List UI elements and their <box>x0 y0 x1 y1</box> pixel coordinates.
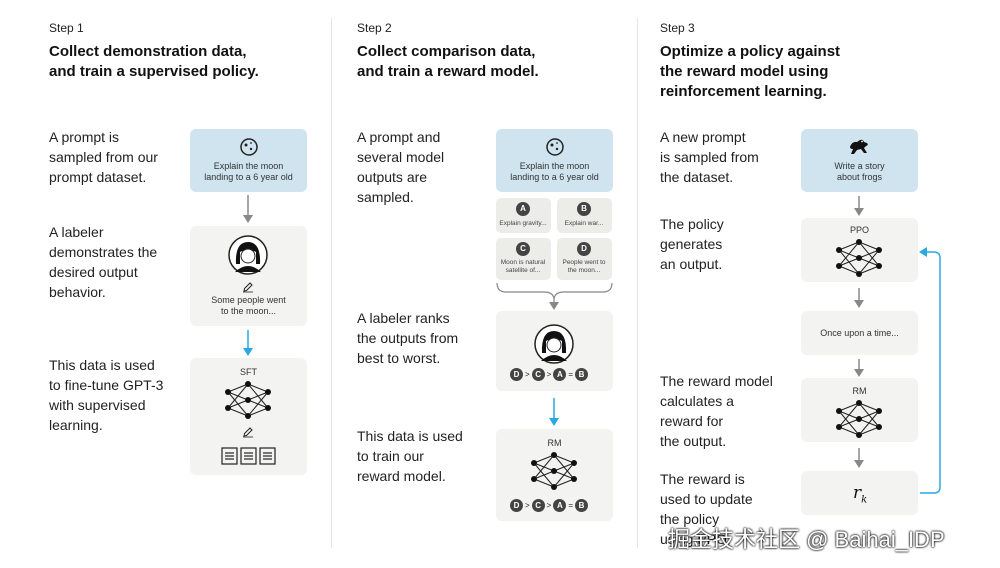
step2-rm-box: RM D>C>A=B <box>496 429 613 521</box>
step3-label: Step 3 <box>660 21 695 35</box>
moon-icon <box>240 138 258 156</box>
step3-arrow-1 <box>854 196 864 216</box>
watermark: 掘金技术社区 @ Baihai_IDP <box>668 527 945 552</box>
rm-label: RM <box>547 438 562 448</box>
step2-label: Step 2 <box>357 21 392 35</box>
step3-reward-box: rk <box>801 471 918 515</box>
badge-d: D <box>577 242 591 256</box>
labeler-avatar-icon <box>228 235 268 275</box>
output-a-text: Explain gravity... <box>499 220 547 227</box>
neural-network-icon <box>531 452 577 490</box>
ppo-label: PPO <box>849 225 869 235</box>
step1-label: Step 1 <box>49 21 84 35</box>
step-divider-1 <box>331 18 332 548</box>
step1-title: Collect demonstration data,and train a s… <box>49 43 259 80</box>
neural-network-icon <box>836 239 882 277</box>
step1-arrow-2 <box>243 330 253 356</box>
rm-ranking-row: D>C>A=B <box>510 499 589 512</box>
feedback-loop-arrow <box>919 247 941 494</box>
badge-c: C <box>516 242 530 256</box>
labeler-avatar-icon <box>534 324 574 364</box>
step2-ranking-box: D>C>A=B <box>496 311 613 391</box>
step3-rm-box: RM <box>801 378 918 442</box>
step1-arrow-1 <box>243 195 253 223</box>
neural-network-icon <box>836 400 882 438</box>
moon-icon <box>546 138 564 156</box>
outputs-bracket <box>496 282 613 310</box>
frog-icon <box>850 139 868 154</box>
step2-arrow-blue <box>549 398 559 426</box>
neural-network-icon <box>225 381 271 419</box>
step1-sft-box: SFT <box>190 358 307 475</box>
pencil-icon <box>243 427 253 438</box>
badge-b: B <box>577 202 591 216</box>
documents-icon <box>221 447 276 465</box>
output-b-text: Explain war... <box>564 220 604 227</box>
output-card-a: A Explain gravity... <box>496 198 551 233</box>
step3-output-text: Once upon a time... <box>820 328 899 338</box>
step3-output-box: Once upon a time... <box>801 311 918 355</box>
step3-arrow-2 <box>854 288 864 308</box>
step3-rm-label: RM <box>852 386 867 396</box>
step2-title: Collect comparison data,and train a rewa… <box>357 43 539 80</box>
step-divider-2 <box>637 18 638 548</box>
step3-arrow-4 <box>854 448 864 468</box>
ranking-row: D>C>A=B <box>510 368 589 381</box>
output-card-b: B Explain war... <box>557 198 612 233</box>
sft-label: SFT <box>240 367 257 377</box>
step3-arrow-3 <box>854 359 864 377</box>
step3-ppo-box: PPO <box>801 218 918 282</box>
reward-symbol: rk <box>853 483 868 506</box>
pencil-icon <box>243 282 253 293</box>
badge-a: A <box>516 202 530 216</box>
